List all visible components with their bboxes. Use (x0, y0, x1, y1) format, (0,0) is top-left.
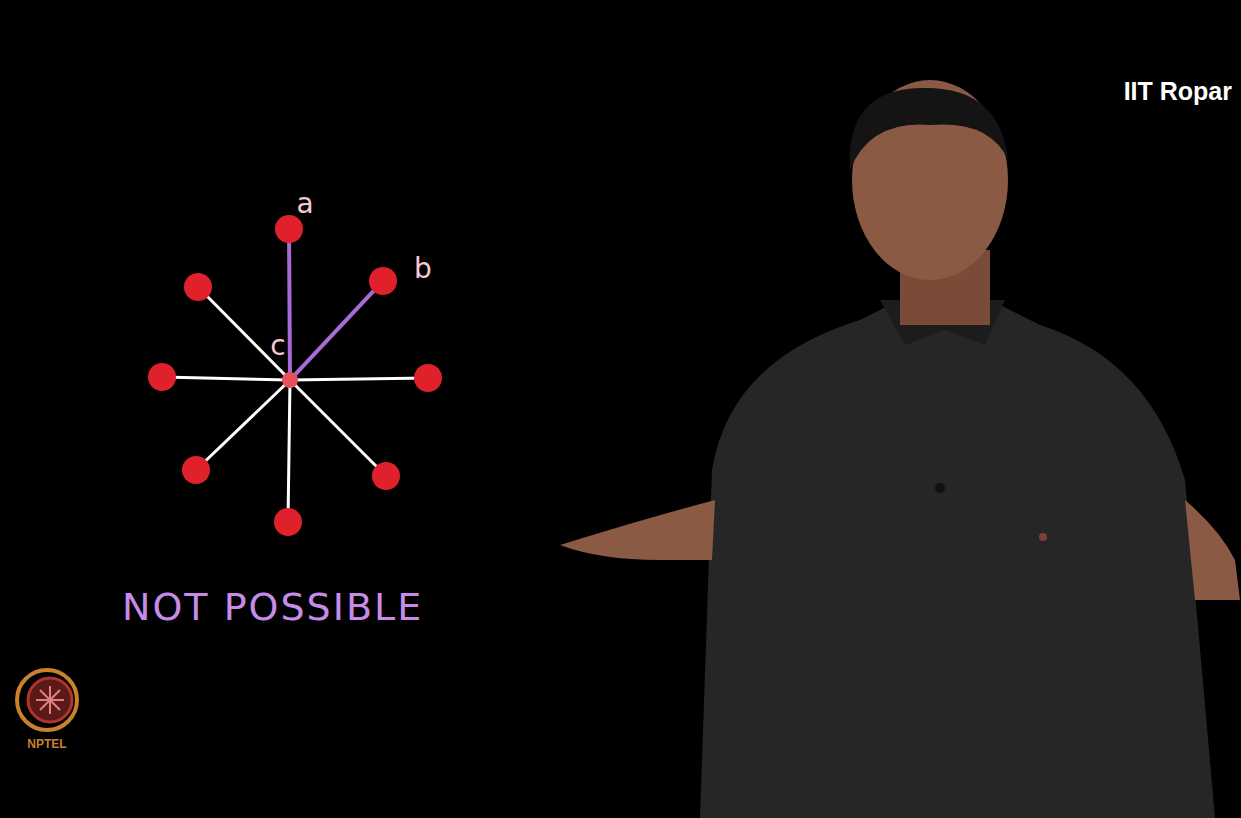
vertex-label: b (414, 255, 432, 283)
graph-spokes (162, 287, 428, 522)
graph-vertex: c (282, 372, 298, 388)
institute-name: IIT Ropar (1122, 76, 1232, 107)
graph-vertex: b (369, 267, 397, 295)
vertex-label: c (270, 332, 285, 360)
logo-text: NPTEL (17, 737, 77, 751)
highlighted-edge (295, 291, 373, 374)
graph-vertices (148, 273, 442, 536)
statement-text: NOT POSSIBLE (122, 585, 423, 629)
presenter-figure (560, 80, 1240, 818)
graph-vertex: a (275, 215, 303, 243)
highlighted-edge (287, 243, 292, 372)
vertex-label: a (296, 190, 313, 218)
logo-emblem (17, 670, 77, 730)
